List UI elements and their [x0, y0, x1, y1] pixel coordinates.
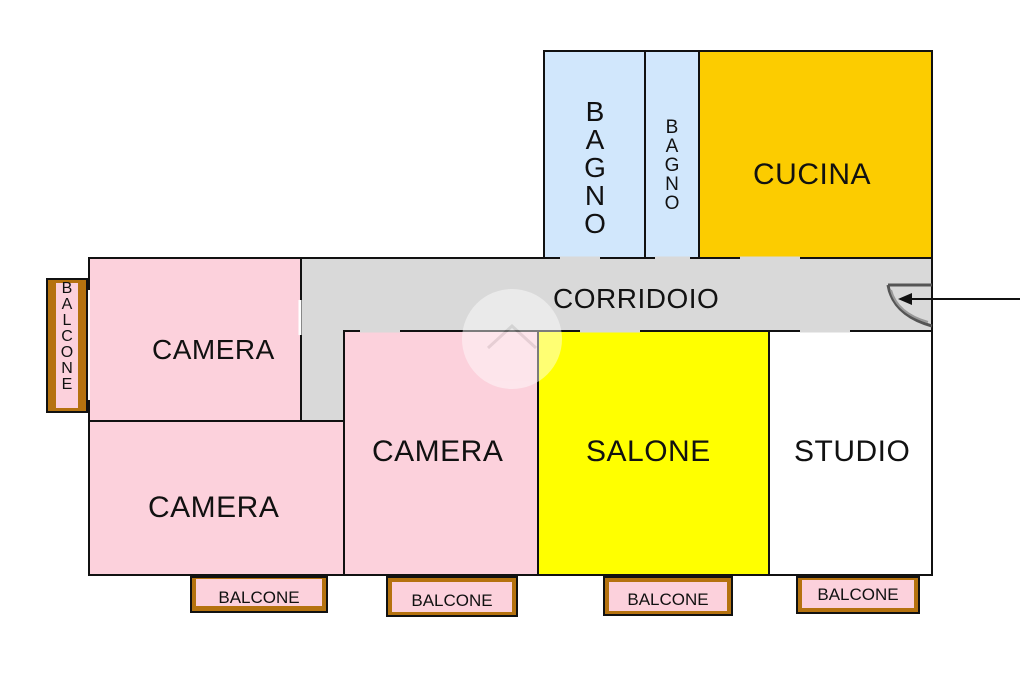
- studio-room: [768, 330, 933, 576]
- vertical-letter: G: [664, 155, 680, 176]
- vertical-letter: G: [584, 152, 606, 183]
- camera-top-left-room: [88, 257, 302, 422]
- balcone-inner: [609, 582, 727, 611]
- vertical-letter: A: [61, 296, 73, 313]
- salone-room: [537, 330, 770, 576]
- vertical-letter: B: [665, 117, 679, 138]
- vertical-letter: A: [665, 136, 679, 157]
- door-swing-icon: [886, 283, 933, 328]
- balcone-bottom-1-label: BALCONE: [218, 588, 300, 607]
- vertical-letter: E: [61, 376, 73, 393]
- camera-bottom-left-label: CAMERA: [148, 491, 280, 524]
- cucina-room: [698, 50, 933, 259]
- camera-center-room: [343, 330, 539, 576]
- vertical-letter: B: [61, 280, 73, 297]
- entrance-arrow-icon: [898, 293, 1020, 305]
- camera-center-label: CAMERA: [372, 435, 504, 468]
- vertical-letter: A: [585, 124, 605, 155]
- corridoio-label: CORRIDOIO: [553, 283, 720, 314]
- vertical-letter: O: [664, 193, 680, 214]
- vertical-letter: N: [61, 360, 73, 377]
- vertical-letter: B: [585, 96, 605, 127]
- balcone-bottom-4-label: BALCONE: [817, 585, 899, 604]
- salone-label: SALONE: [586, 435, 711, 468]
- balcone-inner: [802, 580, 914, 608]
- vertical-letter: C: [61, 328, 73, 345]
- camera-bottom-left-room: [88, 420, 345, 576]
- vertical-letter: N: [665, 174, 679, 195]
- vertical-letter: L: [62, 312, 72, 329]
- camera-top-left-label: CAMERA: [152, 334, 275, 365]
- cucina-label: CUCINA: [753, 158, 872, 191]
- balcone-bottom-2-label: BALCONE: [411, 591, 493, 610]
- balcone-inner: [196, 579, 322, 606]
- studio-label: STUDIO: [794, 435, 911, 468]
- balcone-inner: [392, 582, 512, 612]
- vertical-letter: N: [584, 180, 606, 211]
- vertical-letter: O: [584, 208, 606, 239]
- vertical-letter: O: [60, 344, 74, 361]
- balcone-bottom-3-label: BALCONE: [627, 590, 709, 609]
- balcone-inner: [56, 283, 78, 408]
- watermark-house-icon: [462, 289, 562, 389]
